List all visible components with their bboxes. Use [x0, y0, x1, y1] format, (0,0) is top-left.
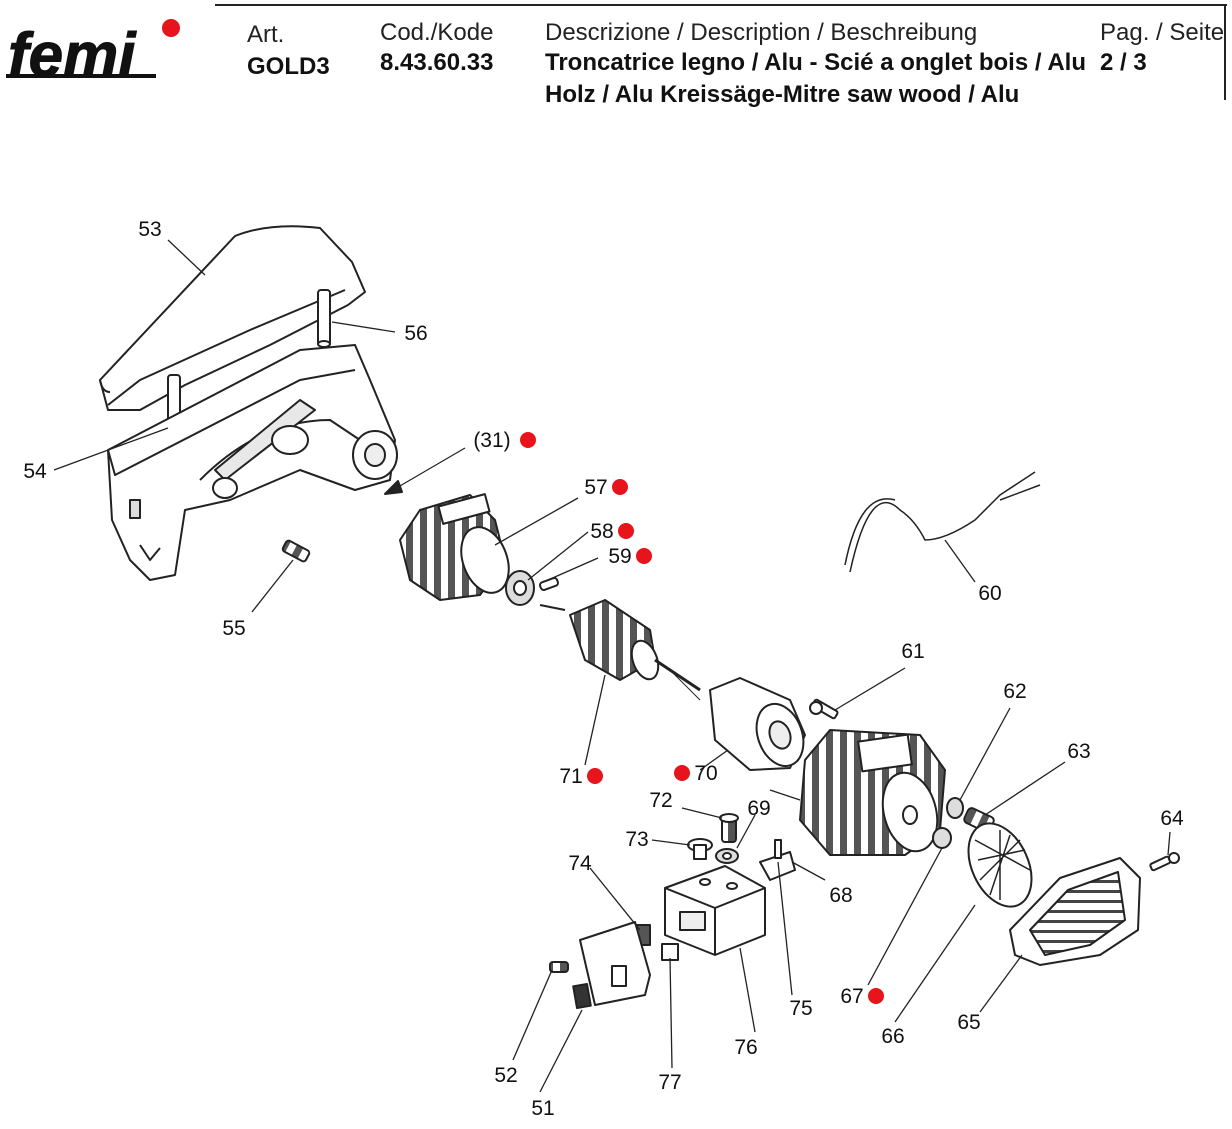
- part-56-pin: [317, 289, 331, 348]
- part-31-leader: [392, 447, 466, 491]
- spare-part-marker-31: [520, 432, 536, 448]
- description-label: Descrizione / Description / Beschreibung: [545, 19, 978, 46]
- part-label-56: 56: [404, 322, 427, 345]
- part-label-74: 74: [568, 852, 592, 875]
- part-switch-plate: [579, 921, 651, 1006]
- part-57-stator: [399, 493, 510, 601]
- code-value: 8.43.60.33: [380, 49, 494, 76]
- logo-underline: [6, 74, 156, 78]
- part-label-60: 60: [978, 582, 1001, 605]
- part-66-fan: [967, 822, 1033, 908]
- part-label-65: 65: [957, 1011, 980, 1034]
- part-label-54: 54: [23, 460, 47, 483]
- part-72-bolt: [719, 813, 739, 843]
- part-label-66: 66: [881, 1025, 904, 1048]
- part-67-bearing: [932, 827, 952, 849]
- art-value: GOLD3: [247, 53, 330, 80]
- part-label-76: 76: [734, 1036, 757, 1059]
- leader-lines: [53, 239, 1171, 1093]
- direction-arrow: [384, 480, 403, 495]
- part-76-switch-box: [664, 865, 766, 956]
- part-62-bushing: [946, 797, 964, 819]
- part-69-nut: [715, 848, 739, 864]
- part-label-55: 55: [222, 617, 245, 640]
- part-label-70: 70: [694, 762, 717, 785]
- part-label-64: 64: [1160, 807, 1184, 830]
- femi-logo-graphic: femi: [6, 19, 180, 91]
- part-label-59: 59: [608, 545, 631, 568]
- description-line-1: Troncatrice legno / Alu - Scié a onglet …: [545, 49, 1086, 76]
- header-top-rule: [215, 4, 1227, 6]
- spare-part-marker-67: [868, 988, 884, 1004]
- part-61-screw: [809, 698, 839, 720]
- part-label-61: 61: [901, 640, 924, 663]
- page-value: 2 / 3: [1100, 49, 1147, 76]
- part-label-73: 73: [625, 828, 648, 851]
- part-70-brush-holder: [709, 677, 806, 771]
- part-64-screw: [1149, 852, 1180, 872]
- part-label-58: 58: [590, 520, 613, 543]
- part-label-68: 68: [829, 884, 852, 907]
- part-label-62: 62: [1003, 680, 1026, 703]
- spare-part-marker-71: [587, 768, 603, 784]
- logo-dot: [162, 19, 180, 37]
- part-motor-housing: [799, 729, 946, 856]
- spare-part-marker-57: [612, 479, 628, 495]
- part-label-69: 69: [747, 797, 770, 820]
- part-53-handle-cover: [99, 225, 366, 411]
- part-label-31: (31): [473, 429, 510, 452]
- part-label-71: 71: [559, 765, 582, 788]
- part-77-cube: [661, 943, 679, 961]
- page-label: Pag. / Seite: [1100, 19, 1225, 46]
- part-65-fan-cover: [1009, 857, 1141, 966]
- spare-part-marker-70: [674, 765, 690, 781]
- part-label-72: 72: [649, 789, 672, 812]
- part-71-rotor: [539, 599, 701, 701]
- part-73-cap: [687, 838, 713, 860]
- part-label-77: 77: [658, 1071, 681, 1094]
- part-68-bracket: [759, 839, 796, 881]
- code-label: Cod./Kode: [380, 19, 494, 46]
- header-right-rule: [1224, 4, 1226, 100]
- part-handle-body: [107, 344, 398, 581]
- part-label-52: 52: [494, 1064, 517, 1087]
- logo-wordmark: femi: [8, 21, 137, 88]
- description-line-2: Holz / Alu Kreissäge-Mitre saw wood / Al…: [545, 81, 1020, 108]
- part-label-57: 57: [584, 476, 607, 499]
- spare-part-marker-59: [636, 548, 652, 564]
- part-label-67: 67: [840, 985, 863, 1008]
- part-label-63: 63: [1067, 740, 1090, 763]
- part-55-screw: [281, 539, 311, 563]
- part-59-key: [539, 577, 559, 591]
- spare-part-marker-58: [618, 523, 634, 539]
- part-label-51: 51: [531, 1097, 554, 1120]
- part-60-wire: [844, 471, 1041, 573]
- part-58-bearing: [505, 570, 535, 606]
- brand-logo: femi: [6, 16, 196, 91]
- part-52-pin: [549, 961, 569, 973]
- art-label: Art.: [247, 21, 285, 48]
- part-label-75: 75: [789, 997, 812, 1020]
- part-51-rocker: [572, 982, 592, 1010]
- part-label-53: 53: [138, 218, 161, 241]
